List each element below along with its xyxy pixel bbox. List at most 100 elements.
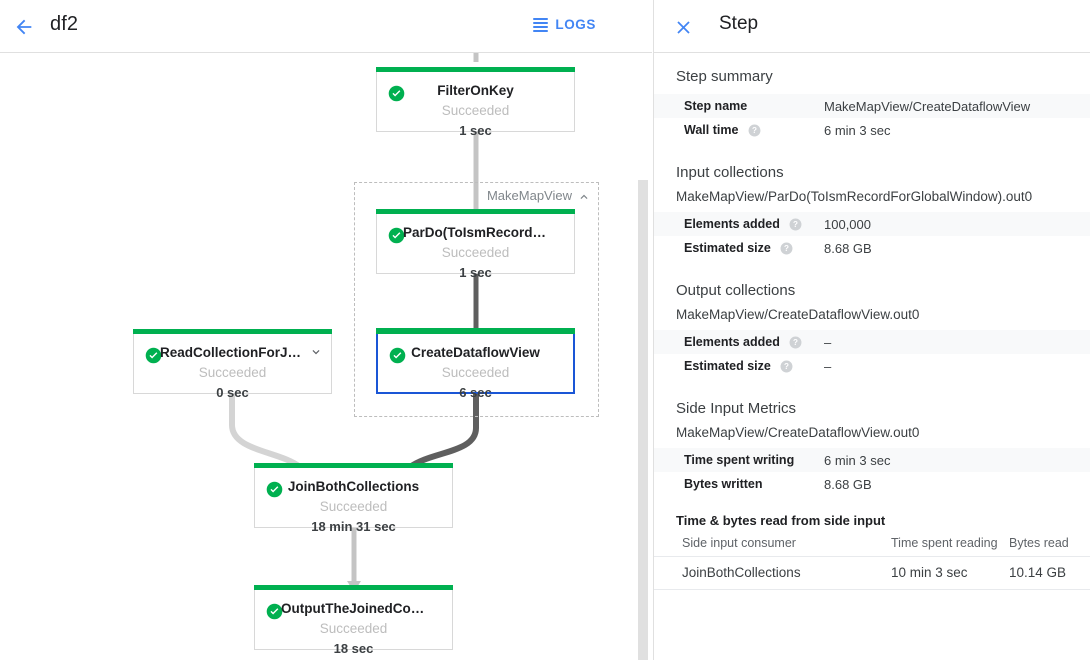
node-status: Succeeded <box>319 621 388 636</box>
table-row: Elements added ? – <box>654 330 1090 354</box>
help-icon[interactable]: ? <box>789 336 802 349</box>
node-name: OutputTheJoinedCollec… <box>281 601 447 616</box>
row-key: Step name <box>684 99 748 113</box>
node-status-bar <box>133 329 332 334</box>
success-check-icon <box>388 85 405 102</box>
side-input-metrics-table: Time spent writing 6 min 3 sec Bytes wri… <box>654 448 1090 496</box>
chevron-down-icon[interactable] <box>309 345 323 359</box>
step-summary-table: Step name MakeMapView/CreateDataflowView… <box>654 94 1090 142</box>
node-name: ReadCollectionForJoin <box>160 345 308 360</box>
svg-text:?: ? <box>793 338 798 347</box>
success-check-icon <box>266 603 283 620</box>
row-value: – <box>824 358 832 374</box>
logs-button-label: LOGS <box>555 17 596 32</box>
section-heading-step-summary: Step summary <box>676 68 773 85</box>
row-value: 100,000 <box>824 216 871 232</box>
node-name: JoinBothCollections <box>287 479 420 494</box>
cell-time-spent-reading: 10 min 3 sec <box>891 556 1009 590</box>
row-key-label: Wall time <box>684 122 739 137</box>
node-status: Succeeded <box>441 365 510 380</box>
help-icon[interactable]: ? <box>780 242 793 255</box>
node-status: Succeeded <box>319 499 388 514</box>
graph-node-join-both-collections[interactable]: JoinBothCollections Succeeded 18 min 31 … <box>254 463 453 534</box>
node-time: 18 min 31 sec <box>311 519 396 534</box>
job-graph-canvas[interactable]: MakeMapView FilterOnKey Succeeded 1 sec <box>0 53 652 660</box>
row-value: 6 min 3 sec <box>824 452 891 468</box>
composite-group-makemapview[interactable]: MakeMapView <box>354 182 599 417</box>
graph-node-create-dataflow-view[interactable]: CreateDataflowView Succeeded 6 sec <box>376 328 575 400</box>
node-status-bar <box>254 585 453 590</box>
side-input-collection-name: MakeMapView/CreateDataflowView.out0 <box>676 425 920 440</box>
svg-text:?: ? <box>793 220 798 229</box>
table-row: JoinBothCollections 10 min 3 sec 10.14 G… <box>654 556 1090 590</box>
node-time: 1 sec <box>459 265 492 280</box>
svg-text:?: ? <box>784 362 789 371</box>
row-value: 8.68 GB <box>824 476 872 492</box>
panel-header: Step <box>654 0 1090 53</box>
row-key-label: Estimated size <box>684 240 771 255</box>
node-time: 1 sec <box>459 123 492 138</box>
side-input-consumers-table: Side input consumer Time spent reading B… <box>654 533 1090 590</box>
graph-node-pardo-toismrecord[interactable]: ParDo(ToIsmRecordFor… Succeeded 1 sec <box>376 209 575 280</box>
row-key-label: Elements added <box>684 334 780 349</box>
row-value: MakeMapView/CreateDataflowView <box>824 98 1031 114</box>
help-icon[interactable]: ? <box>748 124 761 137</box>
column-header-bytes-read: Bytes read <box>1009 533 1090 557</box>
node-time: 0 sec <box>216 385 249 400</box>
node-status-bar <box>254 463 453 468</box>
success-check-icon <box>389 347 406 364</box>
row-key: Wall time ? <box>654 118 824 142</box>
table-header-row: Side input consumer Time spent reading B… <box>654 533 1090 557</box>
close-icon[interactable] <box>670 14 696 40</box>
logs-button[interactable]: LOGS <box>529 14 600 35</box>
table-row: Wall time ? 6 min 3 sec <box>654 118 1090 142</box>
table-row: Time spent writing 6 min 3 sec <box>654 448 1090 472</box>
input-collection-name: MakeMapView/ParDo(ToIsmRecordForGlobalWi… <box>676 189 1033 204</box>
output-collections-table: Elements added ? – Estimated size ? – <box>654 330 1090 378</box>
graph-node-filter-on-key[interactable]: FilterOnKey Succeeded 1 sec <box>376 67 575 138</box>
row-key: Estimated size ? <box>654 354 824 378</box>
row-value: – <box>824 334 832 350</box>
row-value: 6 min 3 sec <box>824 122 891 138</box>
help-icon[interactable]: ? <box>780 360 793 373</box>
logs-list-icon <box>533 17 549 32</box>
arrow-back-icon[interactable] <box>8 11 40 43</box>
node-name: ParDo(ToIsmRecordFor… <box>403 225 568 240</box>
row-key: Time spent writing <box>684 453 795 467</box>
graph-edges <box>225 53 483 592</box>
node-time: 6 sec <box>459 385 492 400</box>
row-key: Elements added ? <box>654 212 824 236</box>
section-heading-side-input-metrics: Side Input Metrics <box>676 400 797 417</box>
table-row: Elements added ? 100,000 <box>654 212 1090 236</box>
graph-node-output-the-joined-collection[interactable]: OutputTheJoinedCollec… Succeeded 18 sec <box>254 585 453 656</box>
panel-body[interactable]: Step summary Step name MakeMapView/Creat… <box>654 54 1090 660</box>
section-heading-input-collections: Input collections <box>676 164 784 181</box>
graph-node-read-collection-for-join[interactable]: ReadCollectionForJoin Succeeded 0 sec <box>133 329 332 400</box>
row-key: Bytes written <box>684 477 763 491</box>
chevron-up-icon[interactable] <box>577 190 591 204</box>
row-key-label: Estimated size <box>684 358 771 373</box>
output-collection-name: MakeMapView/CreateDataflowView.out0 <box>676 307 920 322</box>
help-icon[interactable]: ? <box>789 218 802 231</box>
input-collections-table: Elements added ? 100,000 Estimated size … <box>654 212 1090 260</box>
column-header-side-input-consumer: Side input consumer <box>654 533 891 557</box>
top-app-bar: df2 LOGS <box>0 0 652 53</box>
graph-vertical-scrollbar[interactable] <box>638 180 648 660</box>
table-row: Bytes written 8.68 GB <box>654 472 1090 496</box>
cell-consumer: JoinBothCollections <box>654 556 891 590</box>
row-key: Elements added ? <box>654 330 824 354</box>
column-header-time-spent-reading: Time spent reading <box>891 533 1009 557</box>
row-key-label: Elements added <box>684 216 780 231</box>
job-graph-pane: df2 LOGS <box>0 0 652 660</box>
node-status-bar <box>376 67 575 72</box>
node-name: FilterOnKey <box>437 83 514 98</box>
node-status: Succeeded <box>441 103 510 118</box>
cell-bytes-read: 10.14 GB <box>1009 556 1090 590</box>
side-input-table-heading: Time & bytes read from side input <box>676 513 886 528</box>
step-details-panel: Step Step summary Step name MakeMapView/… <box>653 0 1090 660</box>
svg-text:?: ? <box>752 126 757 135</box>
table-row: Step name MakeMapView/CreateDataflowView <box>654 94 1090 118</box>
table-row: Estimated size ? – <box>654 354 1090 378</box>
node-status-bar <box>376 328 575 334</box>
